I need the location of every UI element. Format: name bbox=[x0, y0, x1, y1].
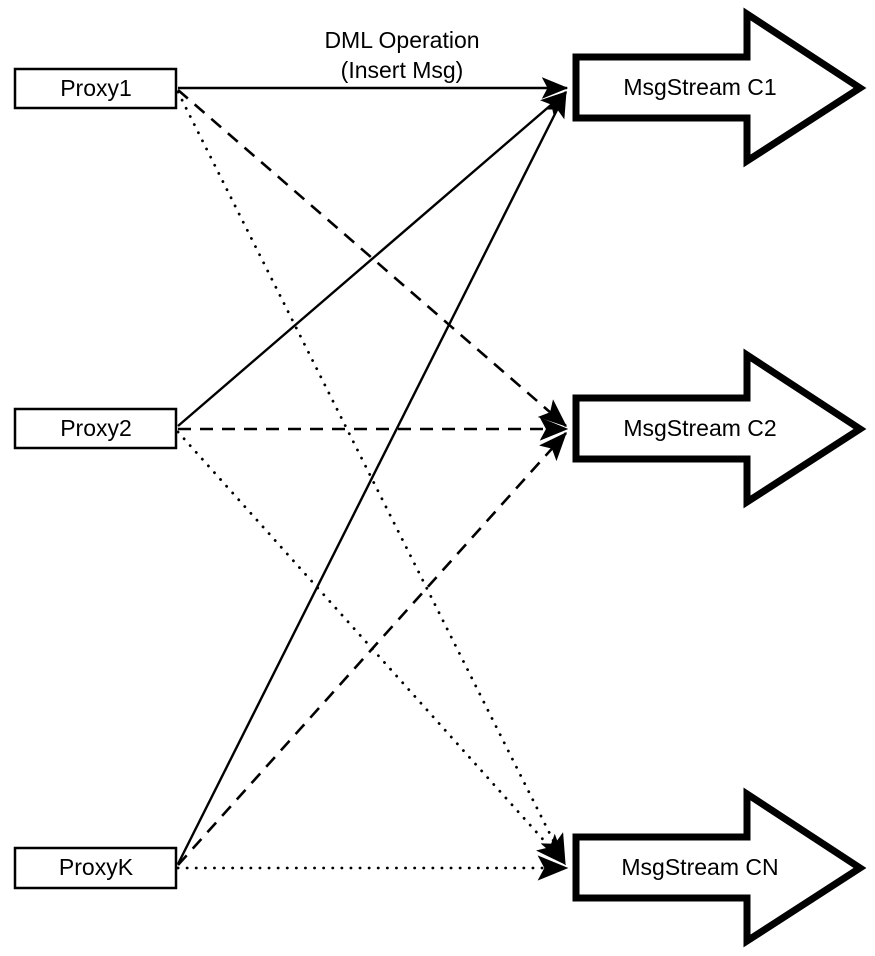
edge-caption-line-2: (Insert Msg) bbox=[341, 57, 464, 83]
edge-proxyk-to-msgstream-c2 bbox=[177, 432, 567, 866]
node-msgstream-c1[interactable]: MsgStream C1 bbox=[572, 7, 867, 168]
node-msgstream-cn-label: MsgStream CN bbox=[621, 854, 778, 880]
node-msgstream-c1-label: MsgStream C1 bbox=[623, 74, 776, 100]
block-arrow-right-icon[interactable] bbox=[572, 348, 867, 509]
node-proxy2[interactable]: Proxy2 bbox=[13, 407, 178, 450]
node-msgstream-c2[interactable]: MsgStream C2 bbox=[572, 348, 867, 509]
node-proxy1[interactable]: Proxy1 bbox=[13, 67, 178, 110]
edge-proxy1-to-msgstream-c2 bbox=[177, 89, 567, 427]
node-proxyk-box[interactable] bbox=[13, 846, 178, 890]
block-arrow-right-icon[interactable] bbox=[572, 787, 867, 948]
block-arrow-right-icon[interactable] bbox=[572, 7, 867, 168]
edge-group-proxy1 bbox=[176, 77, 569, 866]
node-proxyk[interactable]: ProxyK bbox=[13, 846, 178, 890]
node-proxyk-label: ProxyK bbox=[59, 854, 134, 880]
node-proxy2-label: Proxy2 bbox=[60, 415, 132, 441]
node-proxy1-box[interactable] bbox=[13, 67, 178, 110]
edge-caption-dml-operation: DML Operation (Insert Msg) bbox=[324, 27, 479, 83]
edge-proxyk-to-msgstream-c1 bbox=[176, 90, 568, 865]
edge-proxy1-to-msgstream-cn bbox=[176, 90, 567, 866]
node-msgstream-c2-label: MsgStream C2 bbox=[623, 415, 776, 441]
node-proxy1-label: Proxy1 bbox=[60, 75, 132, 101]
node-proxy2-box[interactable] bbox=[13, 407, 178, 450]
edge-caption-line-1: DML Operation bbox=[324, 27, 479, 53]
edge-proxy2-to-msgstream-c1 bbox=[177, 91, 567, 427]
node-msgstream-cn[interactable]: MsgStream CN bbox=[572, 787, 867, 948]
edge-group-proxyk bbox=[176, 90, 569, 881]
